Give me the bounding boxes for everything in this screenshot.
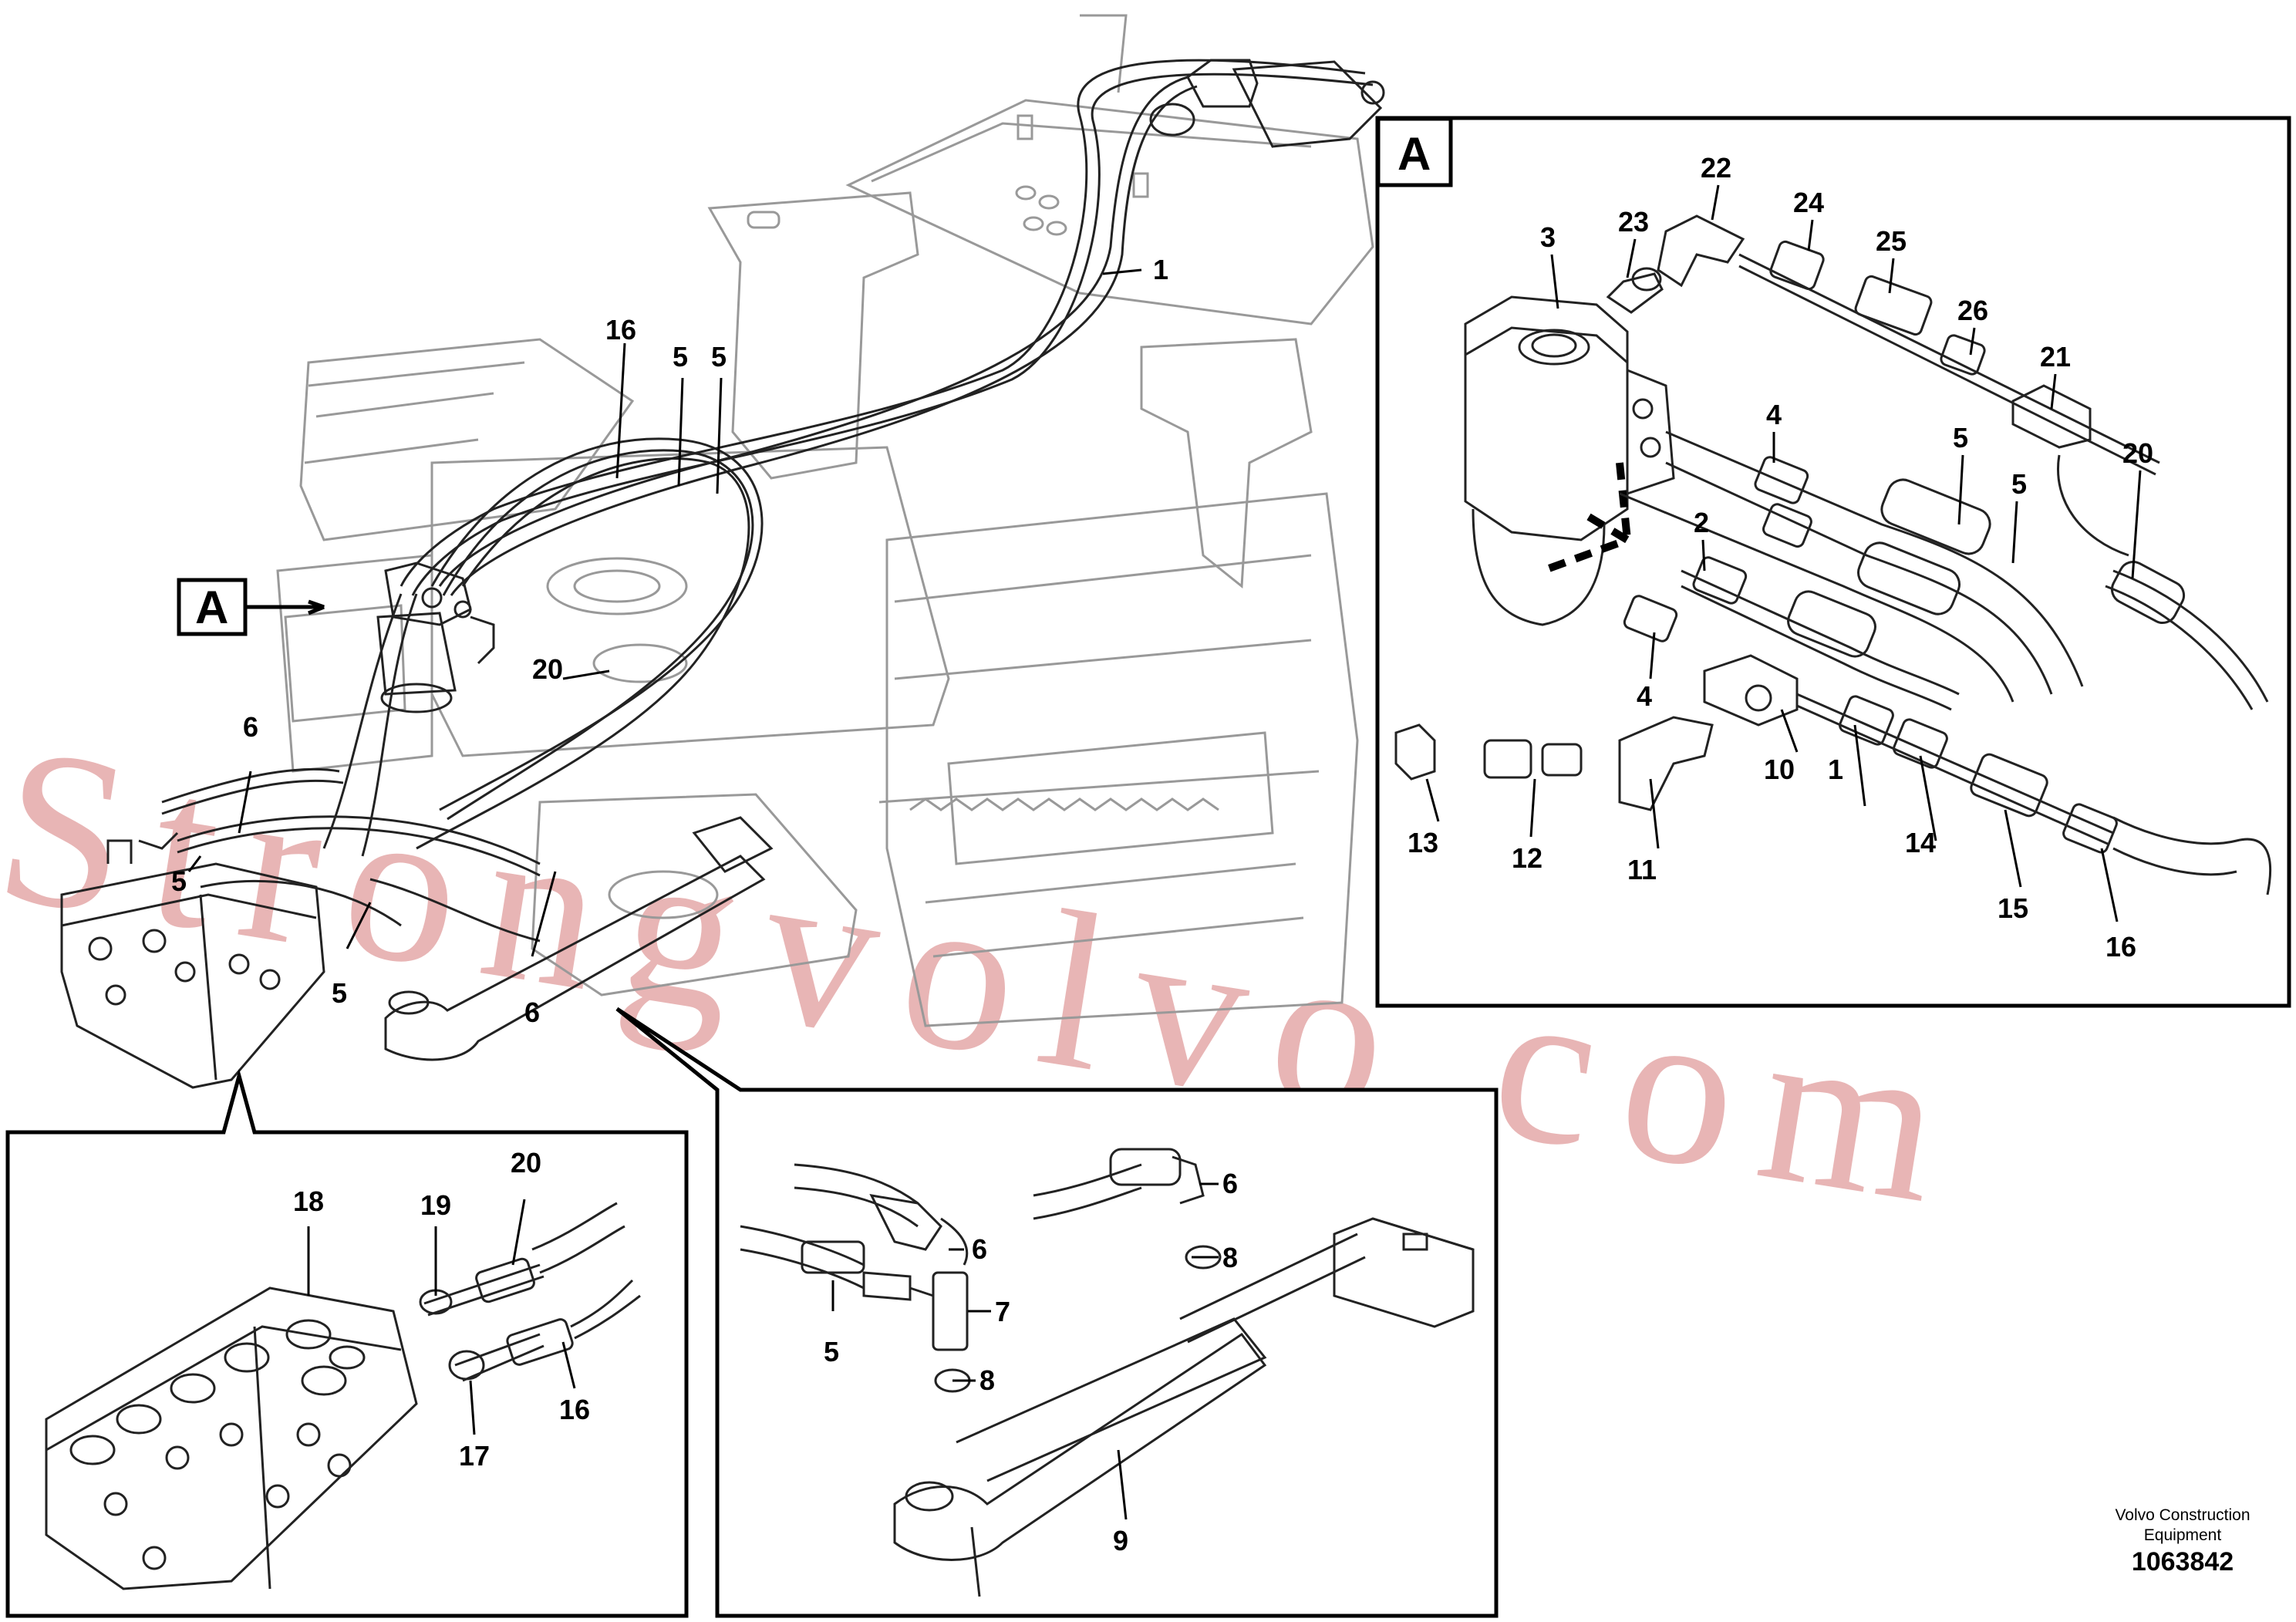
main-label-16: 16 bbox=[605, 314, 636, 346]
cylinder-label-5: 5 bbox=[824, 1336, 839, 1367]
detail-a-ref-label: A bbox=[1397, 128, 1431, 180]
main-valve-hoses bbox=[138, 767, 541, 943]
main-label-5c: 5 bbox=[171, 865, 187, 897]
cylinder-label-6b: 6 bbox=[972, 1233, 987, 1265]
detail-a-label-21: 21 bbox=[2040, 341, 2071, 373]
footer-drawing-number: 1063842 bbox=[2131, 1547, 2234, 1576]
valve-detail-labels: 18 19 20 16 17 bbox=[293, 1147, 590, 1472]
detail-a-label-20: 20 bbox=[2122, 437, 2153, 469]
cylinder-detail-frame bbox=[615, 1007, 1499, 1618]
detail-a-ref-box bbox=[1376, 116, 1453, 187]
detail-a-label-5b: 5 bbox=[2011, 468, 2027, 500]
detail-a-label-13: 13 bbox=[1408, 827, 1438, 858]
main-labels: 1 16 5 5 20 6 5 5 6 A bbox=[171, 254, 1168, 1028]
valve-label-19: 19 bbox=[420, 1189, 451, 1221]
detail-a-label-5a: 5 bbox=[1953, 422, 1968, 454]
detail-a-label-26: 26 bbox=[1957, 295, 1988, 326]
leader-lines bbox=[187, 184, 2142, 1520]
valve-label-20: 20 bbox=[511, 1147, 541, 1179]
machine-frame bbox=[276, 14, 1374, 1027]
footer-company: Volvo Construction Equipment bbox=[2115, 1506, 2250, 1544]
detail-a-label-2: 2 bbox=[1694, 507, 1709, 538]
detail-a-drawing bbox=[1394, 214, 2272, 895]
detail-a-label-24: 24 bbox=[1793, 187, 1824, 218]
detail-a-label-23: 23 bbox=[1618, 206, 1649, 238]
main-label-20: 20 bbox=[532, 653, 563, 685]
main-callout-a bbox=[177, 578, 325, 636]
detail-a-labels: A 23 22 24 25 26 21 3 4 5 5 20 2 4 10 1 … bbox=[1397, 128, 2153, 963]
main-label-5d: 5 bbox=[332, 977, 347, 1009]
detail-a-label-10: 10 bbox=[1764, 754, 1795, 785]
valve-label-16: 16 bbox=[559, 1394, 590, 1425]
detail-a-label-1: 1 bbox=[1828, 754, 1843, 785]
main-label-5a: 5 bbox=[673, 341, 688, 373]
main-label-1: 1 bbox=[1153, 254, 1168, 285]
hose-bundle bbox=[322, 59, 1374, 857]
main-steering-unit bbox=[1149, 59, 1385, 148]
main-label-6a: 6 bbox=[243, 711, 258, 743]
main-control-valve bbox=[60, 839, 325, 1089]
main-junction-block bbox=[376, 561, 495, 713]
detail-a-label-12: 12 bbox=[1512, 842, 1542, 874]
cylinder-label-8a: 8 bbox=[1222, 1242, 1238, 1273]
main-label-5b: 5 bbox=[711, 341, 727, 373]
detail-a-label-11: 11 bbox=[1627, 854, 1657, 885]
valve-detail-drawing bbox=[45, 1202, 641, 1590]
main-label-6b: 6 bbox=[524, 996, 540, 1028]
main-callout-a-label: A bbox=[195, 582, 228, 633]
detail-a-label-4a: 4 bbox=[1766, 399, 1782, 430]
detail-a-label-15: 15 bbox=[1998, 892, 2028, 924]
detail-a-label-25: 25 bbox=[1876, 225, 1907, 257]
detail-a-label-14: 14 bbox=[1905, 827, 1936, 858]
cylinder-label-6a: 6 bbox=[1222, 1168, 1238, 1199]
cylinder-detail-drawing bbox=[740, 1148, 1475, 1597]
detail-a-label-4b: 4 bbox=[1637, 680, 1652, 712]
valve-label-17: 17 bbox=[459, 1440, 490, 1472]
cylinder-label-9: 9 bbox=[1113, 1525, 1128, 1556]
cylinder-label-8b: 8 bbox=[979, 1364, 995, 1396]
cylinder-detail-labels: 6 6 8 7 5 8 9 bbox=[824, 1168, 1238, 1556]
detail-a-label-3: 3 bbox=[1540, 221, 1556, 253]
detail-a-label-22: 22 bbox=[1701, 152, 1731, 184]
valve-label-18: 18 bbox=[293, 1185, 324, 1217]
cylinder-label-7: 7 bbox=[995, 1296, 1010, 1327]
detail-a-label-16: 16 bbox=[2106, 931, 2136, 963]
main-steering-cylinder bbox=[384, 816, 774, 1061]
